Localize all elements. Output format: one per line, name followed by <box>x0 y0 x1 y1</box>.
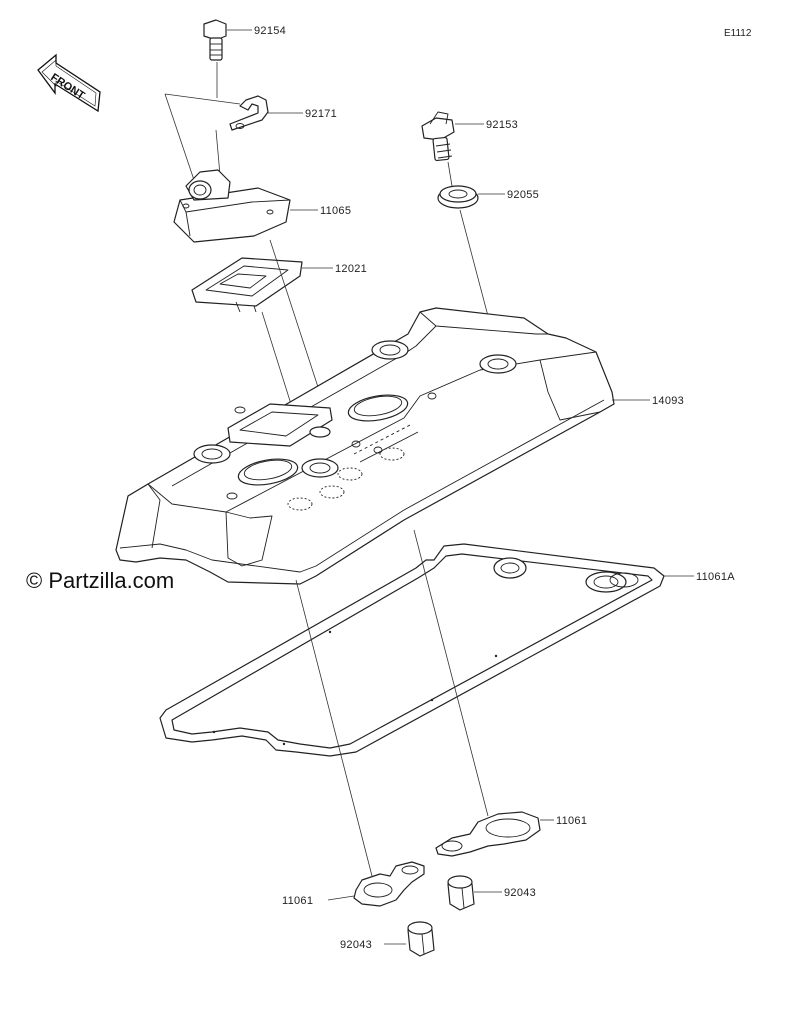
breather-cover-11065 <box>173 169 291 243</box>
seal-11061-left <box>353 861 425 907</box>
callout-92055: 92055 <box>507 189 539 201</box>
callout-11061-left: 11061 <box>282 895 313 907</box>
clamp-92171 <box>229 95 269 131</box>
diagram-code: E1112 <box>724 28 752 39</box>
callout-11061-right: 11061 <box>556 815 587 827</box>
watermark: © Partzilla.com <box>26 568 174 593</box>
callout-11061A: 11061A <box>696 571 735 583</box>
bolt-92154 <box>203 19 227 61</box>
callout-14093: 14093 <box>652 395 684 407</box>
seal-11061-right <box>435 811 541 857</box>
cylinder-head-cover-14093 <box>115 307 615 585</box>
callout-12021: 12021 <box>335 263 367 275</box>
callout-92153: 92153 <box>486 119 518 131</box>
dowel-92043-left <box>407 921 435 957</box>
bolt-92153 <box>421 111 455 162</box>
front-arrow-icon: FRONT <box>37 53 101 113</box>
callout-92171: 92171 <box>305 108 337 120</box>
grommet-92055 <box>437 185 479 209</box>
gasket-11061A <box>159 543 665 757</box>
callout-92043-right: 92043 <box>504 887 536 899</box>
callout-11065: 11065 <box>320 205 351 217</box>
gasket-12021 <box>191 257 303 313</box>
callout-92154: 92154 <box>254 25 286 37</box>
callout-92043-left: 92043 <box>340 939 372 951</box>
dowel-92043-right <box>447 875 475 911</box>
